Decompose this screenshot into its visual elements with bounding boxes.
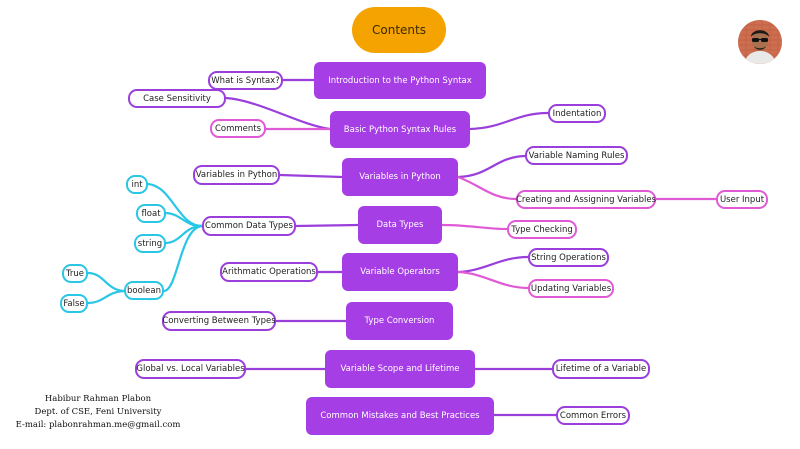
subtopic-label: Common Data Types xyxy=(205,221,293,231)
subtopic-label: Updating Variables xyxy=(530,283,612,294)
author-dept: Dept. of CSE, Feni University xyxy=(34,407,162,417)
subtopic-label: string xyxy=(137,238,163,249)
subtopic-label: String Operations xyxy=(531,252,606,263)
subtopic-global-vs-local[interactable]: Global vs. Local Variables xyxy=(135,359,246,379)
topic-label: Introduction to the Python Syntax xyxy=(328,75,472,86)
subtopic-arithmatic-operations[interactable]: Arithmatic Operations xyxy=(220,262,318,282)
subtopic-label: False xyxy=(63,298,85,309)
topic-data-types[interactable]: Data Types xyxy=(358,206,442,244)
subtopic-label: Creating and Assigning Variables xyxy=(515,194,657,205)
subtopic-lifetime-of-variable[interactable]: Lifetime of a Variable xyxy=(552,359,650,379)
subtopic-updating-variables[interactable]: Updating Variables xyxy=(528,279,614,298)
subtopic-case-sensitivity[interactable]: Case Sensitivity xyxy=(128,89,226,108)
connector xyxy=(162,224,204,293)
subtopic-label: float xyxy=(141,208,161,219)
subtopic-label: What is Syntax? xyxy=(211,75,280,86)
connector xyxy=(468,111,550,131)
connector xyxy=(456,270,530,290)
topic-label: Variable Operators xyxy=(360,267,440,277)
connector xyxy=(278,173,344,179)
subtopic-common-errors[interactable]: Common Errors xyxy=(556,406,630,425)
topic-variables[interactable]: Variables in Python xyxy=(342,158,458,196)
subtopic-string-operations[interactable]: String Operations xyxy=(528,248,609,267)
connector xyxy=(456,255,530,274)
subtopic-label: Converting Between Types xyxy=(162,316,276,326)
connector xyxy=(86,289,126,305)
subtopic-string[interactable]: string xyxy=(134,234,166,253)
topic-common-mistakes[interactable]: Common Mistakes and Best Practices xyxy=(306,397,494,435)
subtopic-label: Variables in Python xyxy=(195,170,278,180)
connector xyxy=(456,175,518,201)
subtopic-label: Lifetime of a Variable xyxy=(555,364,647,374)
topic-label: Basic Python Syntax Rules xyxy=(343,124,457,135)
topic-introduction[interactable]: Introduction to the Python Syntax xyxy=(314,62,486,99)
subtopic-variable-naming-rules[interactable]: Variable Naming Rules xyxy=(525,146,628,165)
topic-label: Common Mistakes and Best Practices xyxy=(320,411,480,421)
author-name: Habibur Rahman Plabon xyxy=(44,394,152,404)
connector xyxy=(440,223,509,231)
subtopic-type-checking[interactable]: Type Checking xyxy=(507,220,577,239)
root-node-contents[interactable]: Contents xyxy=(352,7,446,53)
topic-variable-operators[interactable]: Variable Operators xyxy=(342,253,458,291)
subtopic-label: User Input xyxy=(719,194,765,205)
connector xyxy=(456,154,527,179)
avatar xyxy=(738,20,782,64)
connector xyxy=(164,211,204,228)
topic-basic-syntax-rules[interactable]: Basic Python Syntax Rules xyxy=(330,111,470,148)
subtopic-common-data-types[interactable]: Common Data Types xyxy=(202,216,296,236)
subtopic-user-input[interactable]: User Input xyxy=(716,190,768,209)
author-credit: Habibur Rahman Plabon Dept. of CSE, Feni… xyxy=(0,393,196,432)
root-label: Contents xyxy=(372,23,426,37)
subtopic-variables-in-python[interactable]: Variables in Python xyxy=(193,165,280,185)
subtopic-label: Variable Naming Rules xyxy=(528,150,625,161)
subtopic-boolean[interactable]: boolean xyxy=(124,281,164,300)
person-avatar-icon xyxy=(738,20,782,64)
subtopic-int[interactable]: int xyxy=(126,175,148,194)
connector xyxy=(294,223,360,228)
topic-label: Type Conversion xyxy=(364,316,435,326)
connector xyxy=(224,96,332,131)
subtopic-label: Comments xyxy=(214,123,262,134)
subtopic-label: True xyxy=(65,268,85,279)
topic-label: Data Types xyxy=(376,220,424,230)
subtopic-label: Arithmatic Operations xyxy=(222,267,316,277)
subtopic-label: boolean xyxy=(127,285,161,296)
subtopic-label: Case Sensitivity xyxy=(143,93,211,104)
author-email: E-mail: plabonrahman.me@gmail.com xyxy=(15,420,181,430)
topic-scope-lifetime[interactable]: Variable Scope and Lifetime xyxy=(325,350,475,388)
subtopic-indentation[interactable]: Indentation xyxy=(548,104,606,123)
subtopic-label: Type Checking xyxy=(511,224,573,235)
topic-type-conversion[interactable]: Type Conversion xyxy=(346,302,453,340)
subtopic-float[interactable]: float xyxy=(136,204,166,223)
subtopic-label: Global vs. Local Variables xyxy=(136,364,245,374)
subtopic-comments[interactable]: Comments xyxy=(210,119,266,138)
subtopic-what-is-syntax[interactable]: What is Syntax? xyxy=(208,71,283,90)
subtopic-label: Indentation xyxy=(552,108,602,119)
subtopic-false[interactable]: False xyxy=(60,294,88,313)
subtopic-label: Common Errors xyxy=(559,410,627,421)
topic-label: Variables in Python xyxy=(359,172,441,182)
connector xyxy=(86,271,126,293)
subtopic-converting-between-types[interactable]: Converting Between Types xyxy=(162,311,276,331)
topic-label: Variable Scope and Lifetime xyxy=(340,364,460,374)
subtopic-creating-assigning-variables[interactable]: Creating and Assigning Variables xyxy=(516,190,656,209)
subtopic-true[interactable]: True xyxy=(62,264,88,283)
subtopic-label: int xyxy=(131,179,143,190)
